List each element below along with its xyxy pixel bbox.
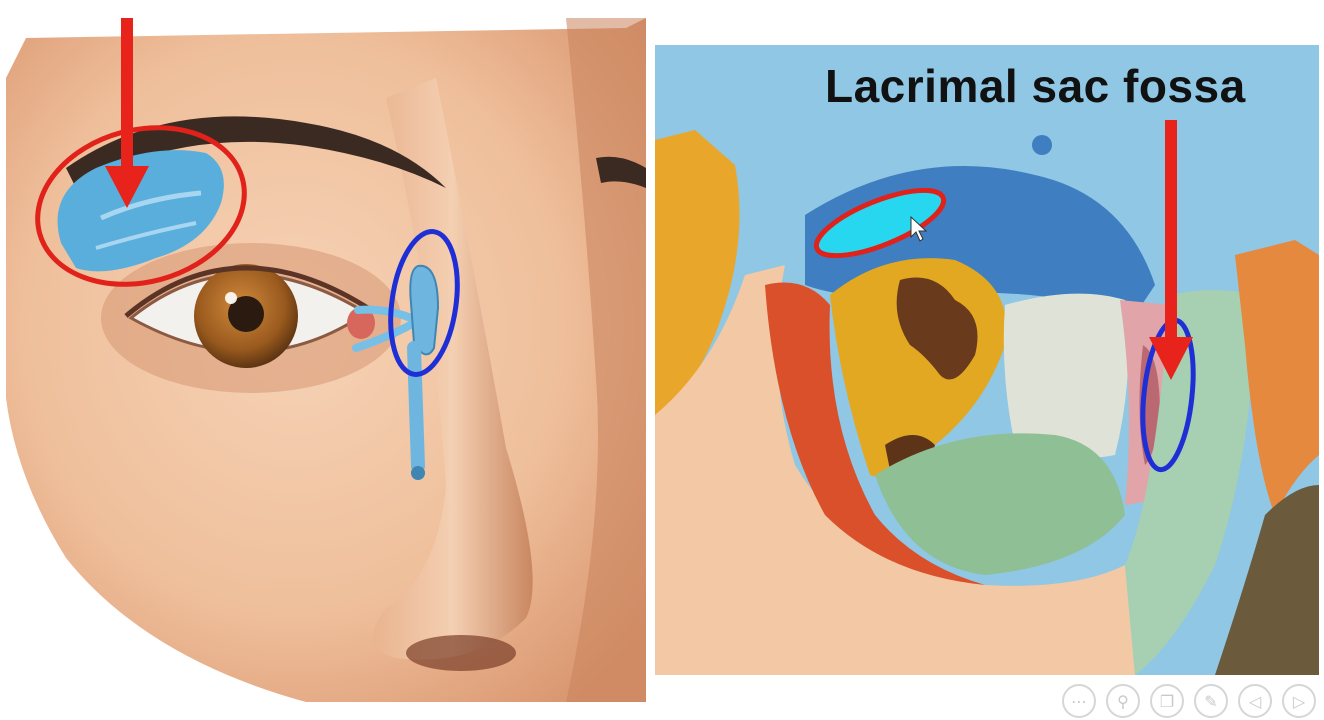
nasolacrimal-duct [414, 348, 418, 466]
menu-icon[interactable]: ⋯ [1062, 684, 1096, 718]
lacrimal-sac-fossa-label: Lacrimal sac fossa [825, 59, 1246, 113]
slides-icon[interactable]: ❐ [1150, 684, 1184, 718]
next-icon[interactable]: ▷ [1282, 684, 1316, 718]
orbit-bones-illustration: Lacrimal sac fossa [655, 45, 1319, 675]
pen-icon[interactable]: ✎ [1194, 684, 1228, 718]
face-painting [6, 18, 646, 702]
zoom-icon[interactable]: ⚲ [1106, 684, 1140, 718]
nostril [406, 635, 516, 671]
orbit-painting [655, 45, 1319, 675]
lacrimal-apparatus-illustration [6, 18, 646, 702]
previous-icon[interactable]: ◁ [1238, 684, 1272, 718]
presentation-controls: ⋯ ⚲ ❐ ✎ ◁ ▷ [1062, 684, 1316, 718]
